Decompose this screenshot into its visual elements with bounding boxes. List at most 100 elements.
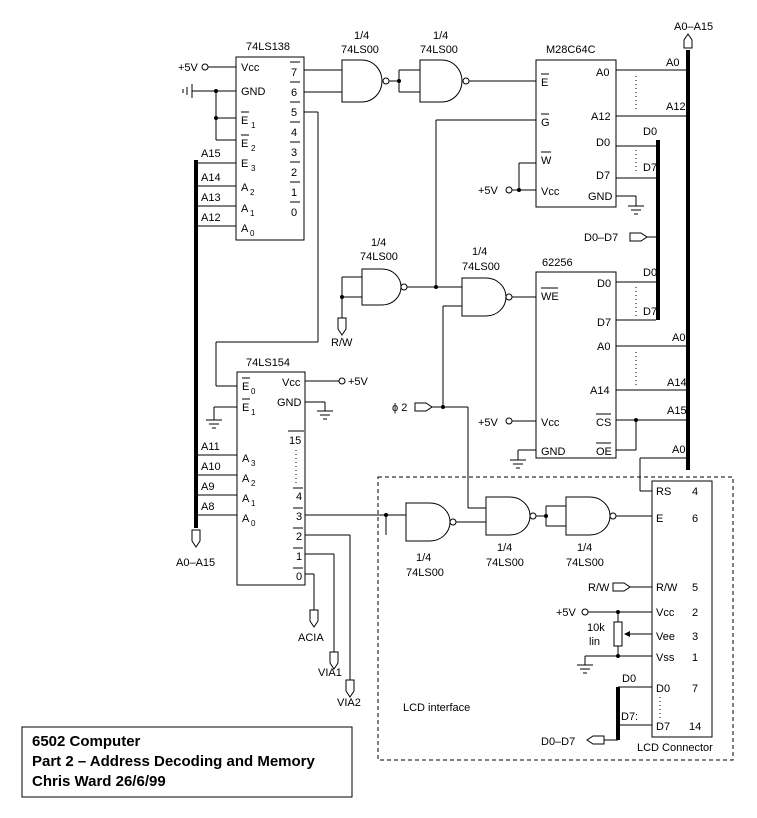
signal-connector-icon [337,317,347,336]
ls154-a0-sub: 0 [251,519,256,528]
ls138-vcc-pin: Vcc [241,62,260,74]
ls138-a0-sub: 0 [250,229,255,238]
ls154-e1-pin: E [242,402,249,414]
nand-gate-6: 1/4 74LS00 [485,496,537,569]
rw-net-label: R/W [331,337,353,349]
ls154-e0-pin: E [242,381,249,393]
ram-a14-pin: A14 [590,385,610,397]
gate4-quarter: 1/4 [472,246,487,258]
lcd-d0-num: 7 [692,683,698,695]
net-a15-ram: A15 [667,405,687,417]
net-d7-ram: D7 [643,306,657,318]
ground-icon [182,84,193,98]
net-a0-ram: A0 [672,332,685,344]
ls138-vcc-net: +5V [178,62,199,74]
ls154-out-0: 0 [296,571,302,583]
chip-m28c64c: M28C64C E G W Vcc A0 A12 D0 D7 GND [535,44,617,208]
ls138-e2-pin: E [241,138,248,150]
m28-a0-pin: A0 [596,67,609,79]
lcd-rs-pin: RS [656,486,671,498]
ls154-out-15: 15 [289,435,301,447]
lcd-rw-num: 5 [692,582,698,594]
ls154-vcc-net: +5V [348,376,369,388]
chip-74ls154-label: 74LS154 [246,357,290,369]
m28-g-pin: G [541,117,550,129]
net-a12-m28: A12 [666,101,686,113]
m28-d7-pin: D7 [596,170,610,182]
ls138-out-3: 3 [291,147,297,159]
lcd-rw-net: R/W [588,582,610,594]
gate2-type: 74LS00 [420,44,458,56]
ls138-a2-sub: 2 [250,188,255,197]
nand-gate-7: 1/4 74LS00 [565,496,617,569]
nand-gate-4: 1/4 74LS00 [461,246,513,317]
m28-d0-pin: D0 [596,137,610,149]
gate5-type: 74LS00 [406,567,444,579]
ram-d7-pin: D7 [597,317,611,329]
bus-connector-icon [586,735,605,745]
pot-value: 10k [587,622,605,634]
nand-gate-5: 1/4 74LS00 [405,502,457,579]
chip-74ls138-label: 74LS138 [246,41,290,53]
ls138-a2-pin: A [241,182,249,194]
ls154-a2-pin: A [242,473,250,485]
net-a10-154: A10 [201,461,221,473]
lcd-data-bus-label: D0–D7 [541,736,575,748]
gate1-quarter: 1/4 [354,30,369,42]
lcd-e-num: 6 [692,513,698,525]
gate6-type: 74LS00 [486,557,524,569]
ls154-gnd-pin: GND [277,397,302,409]
bus-connector-icon [683,33,693,49]
ram-d0-pin: D0 [597,278,611,290]
ls138-a1-pin: A [241,203,249,215]
signal-connector-icon [329,651,339,670]
ls154-out-1: 1 [296,551,302,563]
ground-icon [577,664,593,674]
ls138-a0-pin: A [241,223,249,235]
lcd-vcc-pin: Vcc [656,607,675,619]
net-d7-lcd: D7: [621,711,638,723]
bus-connector-icon [191,529,201,548]
potentiometer-icon [613,621,630,647]
ls138-out-6: 6 [291,87,297,99]
acia-net-label: ACIA [298,632,324,644]
right-bus-label: A0–A15 [674,21,713,33]
nand-gate-2: 1/4 74LS00 [419,30,470,103]
gate3-quarter: 1/4 [371,237,386,249]
data-bus-label: D0–D7 [584,232,618,244]
net-d0-lcd: D0 [622,673,636,685]
title-line-3: Chris Ward 26/6/99 [32,773,166,790]
bus-connector-icon [629,232,648,242]
ground-icon [206,419,222,429]
ls138-e2-sub: 2 [251,144,256,153]
net-d7-m28: D7 [643,162,657,174]
ls154-a3-pin: A [242,453,250,465]
nand-gate-1: 1/4 74LS00 [341,30,390,103]
net-a12-138: A12 [201,212,221,224]
lcd-e-pin: E [656,513,663,525]
ls154-out-4: 4 [296,491,302,503]
net-a13-138: A13 [201,192,221,204]
ground-icon [317,410,333,420]
chip-74ls154: 74LS154 E 0 E 1 Vcc GND A 3 A 2 A 1 A 0 … [236,357,306,586]
ram-vcc-pin: Vcc [541,417,560,429]
title-line-2: Part 2 – Address Decoding and Memory [32,753,316,770]
lcd-rw-pin: R/W [656,582,678,594]
signal-connector-icon [345,679,355,698]
ls138-out-7: 7 [291,67,297,79]
ls154-a2-sub: 2 [251,479,256,488]
lcd-vss-pin: Vss [656,652,675,664]
ls154-e0-sub: 0 [251,387,256,396]
net-d0-m28: D0 [643,126,657,138]
lcd-d0-pin: D0 [656,683,670,695]
ls154-a1-pin: A [242,493,250,505]
lcd-rs-num: 4 [692,486,698,498]
via2-net-label: VIA2 [337,697,361,709]
via1-net-label: VIA1 [318,667,342,679]
pot-type: lin [589,636,600,648]
ram-gnd-pin: GND [541,446,566,458]
lcd-vee-num: 3 [692,631,698,643]
ls154-e1-sub: 1 [251,408,256,417]
